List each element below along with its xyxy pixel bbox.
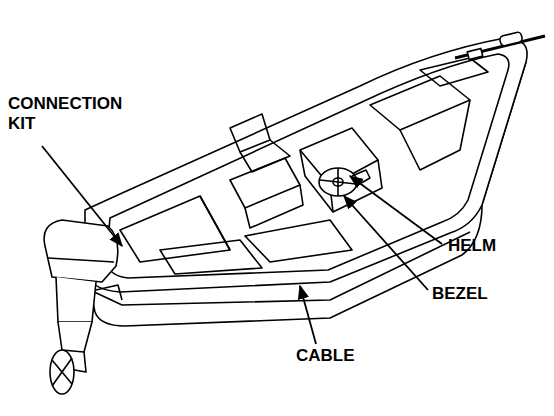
leader-line bbox=[344, 196, 428, 290]
part-label: CABLE bbox=[296, 346, 396, 366]
leader-line bbox=[350, 176, 442, 244]
part-label: CONNECTION KIT bbox=[8, 94, 138, 134]
part-label: BEZEL bbox=[432, 284, 532, 304]
leader-line bbox=[300, 286, 316, 344]
leader-line bbox=[42, 146, 122, 246]
part-label: HELM bbox=[448, 236, 548, 256]
